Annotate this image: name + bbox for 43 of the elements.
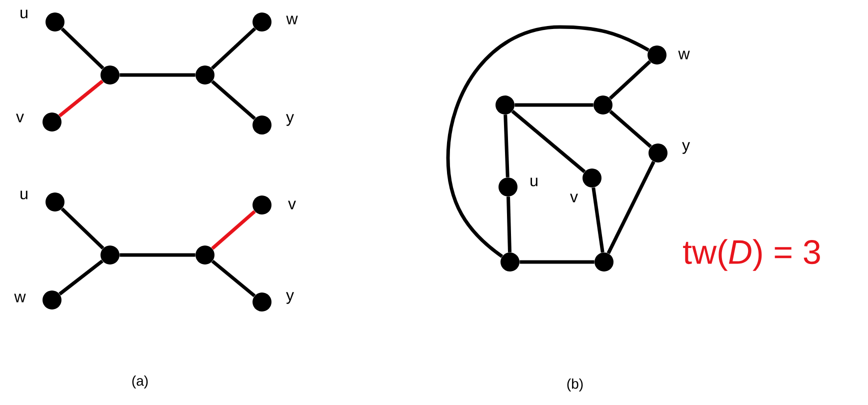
vertex-label: w [286, 16, 298, 24]
graph-edge [514, 103, 594, 107]
vertex-label: w [678, 50, 690, 60]
graph-edge [506, 196, 512, 252]
vertex-label: y [286, 292, 294, 304]
graph-edge [210, 27, 256, 70]
vertex-label: v [570, 194, 578, 202]
graph-edge [520, 260, 594, 264]
vertex-dot [100, 246, 120, 264]
graph-edge [504, 114, 510, 178]
panel-caption: (a) [132, 375, 148, 389]
vertex-label: u [20, 10, 28, 18]
panel-caption: (b) [567, 378, 583, 392]
vertex-label: v [16, 114, 24, 122]
graph-edge [120, 73, 196, 77]
graph-edge [60, 207, 104, 250]
vertex-dot [594, 252, 614, 272]
graph-edge [58, 260, 104, 296]
graph-edge [120, 253, 196, 257]
vertex-label: v [288, 200, 296, 210]
vertex-label: u [530, 178, 538, 186]
vertex-dot [100, 66, 120, 84]
vertex-dot [496, 96, 514, 114]
graph-edge [446, 25, 650, 258]
vertex-label: w [14, 294, 26, 302]
vertex-dot [500, 252, 520, 272]
vertex-dot [196, 66, 214, 84]
graph-edge [211, 210, 256, 250]
vertex-dot [196, 246, 214, 264]
graph-edge [58, 80, 104, 118]
graph-edge [608, 60, 652, 100]
graph-edge [211, 260, 256, 298]
graph-edge [60, 27, 104, 70]
vertex-label: u [20, 190, 28, 200]
graph-edge [511, 110, 586, 174]
vertex-label: y [286, 114, 294, 126]
graph-edge [592, 187, 604, 253]
formula-label: tw(D) = 3 [683, 239, 820, 271]
graph-edge [609, 110, 652, 148]
vertex-label: y [682, 142, 690, 154]
graph-edge [606, 160, 656, 254]
graph-edge [211, 80, 256, 120]
vertex-dot [594, 96, 612, 114]
